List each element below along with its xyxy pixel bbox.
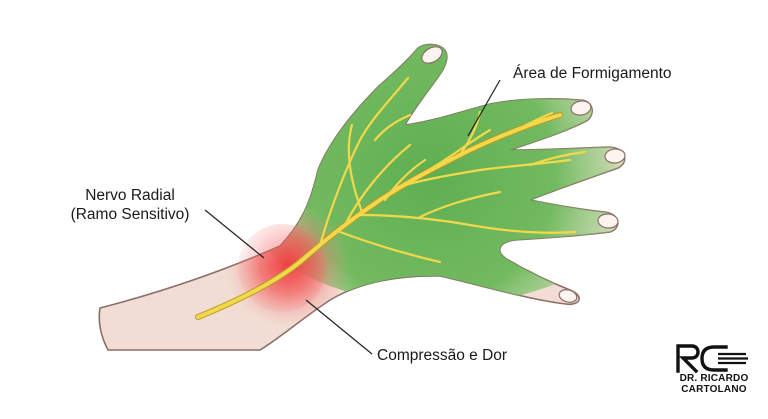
rc-logo: DR. RICARDO CARTOLANO [664, 343, 764, 395]
logo-name-line1: DR. RICARDO [679, 373, 749, 384]
fingernails [421, 46, 626, 303]
logo-name-line2: CARTOLANO [681, 384, 747, 395]
radial-nerve [195, 76, 587, 320]
tingling-area-label: Área de Formigamento [513, 65, 672, 82]
radial-nerve-label-line1: Nervo Radial [85, 187, 175, 204]
compression-label: Compressão e Dor [377, 347, 508, 364]
leader-lines [204, 79, 501, 355]
rc-logo-icon [676, 344, 748, 373]
radial-nerve-label-line2: (Ramo Sensitivo) [70, 206, 190, 223]
radial-nerve-label: Nervo Radial (Ramo Sensitivo) [50, 186, 210, 224]
